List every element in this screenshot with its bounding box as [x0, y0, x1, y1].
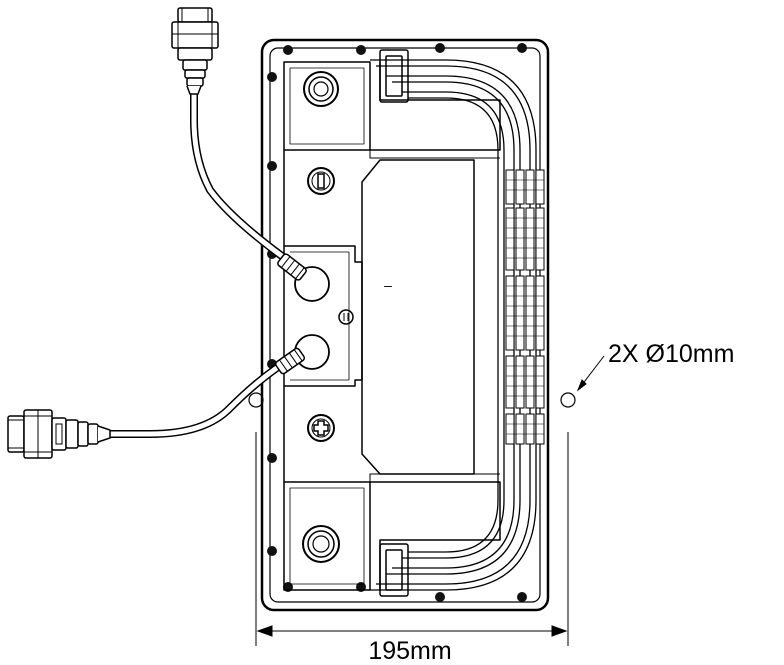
- mounting-holes: [248, 392, 576, 408]
- hole-callout-leader: [576, 355, 605, 392]
- lower-cable: [104, 354, 296, 438]
- left-mounting-hole: [248, 392, 264, 408]
- left-connector-plug: [7, 409, 111, 459]
- label-panel: [361, 159, 475, 475]
- mounting-screws: [267, 43, 527, 602]
- lower-cable-grommet: [274, 347, 306, 375]
- right-mounting-hole: [560, 392, 576, 408]
- bottom-terminal-compartment: [283, 481, 371, 591]
- top-connector-plug: [171, 7, 219, 95]
- negative-polarity-icon: [307, 167, 335, 195]
- top-terminal-compartment: [283, 61, 371, 151]
- battery-housing: [260, 38, 550, 612]
- panel-minus-symbol: –: [384, 277, 392, 293]
- width-dimension-label: 195mm: [368, 637, 451, 665]
- rib-fin-lines: [506, 179, 544, 435]
- sensor-ports: [294, 266, 354, 370]
- housing-outer-outline: [260, 38, 550, 612]
- rib-fins: [505, 169, 545, 445]
- upper-cable: [190, 78, 294, 266]
- width-dimension: [255, 432, 569, 646]
- top-terminal: [303, 71, 339, 107]
- hole-callout-label: 2X Ø10mm: [608, 340, 734, 368]
- bottom-terminal: [302, 525, 340, 563]
- handle-clamps: [379, 49, 409, 597]
- upper-cable-grommet: [277, 253, 307, 281]
- positive-polarity-icon: [307, 414, 335, 442]
